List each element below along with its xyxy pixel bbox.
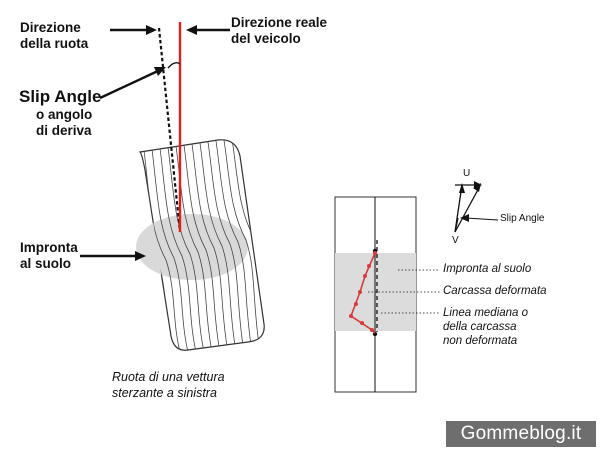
slip-angle-arc xyxy=(167,61,181,69)
vehicle-direction-label-line2: del veicolo xyxy=(231,31,301,46)
median-line-text3: non deformata xyxy=(443,335,518,347)
contact-patch-label-line1: Impronta xyxy=(20,240,78,255)
tire-section-box xyxy=(334,196,417,393)
velocity-triangle xyxy=(454,181,482,233)
annotation-median-line: Linea mediana o della carcassa non defor… xyxy=(443,306,528,348)
site-watermark: Gommeblog.it xyxy=(446,421,596,447)
left-figure-caption: Ruota di una vettura sterzante a sinistr… xyxy=(112,369,225,401)
contact-patch xyxy=(136,214,248,280)
annotation-contact-patch: Impronta al suolo xyxy=(443,263,532,275)
slip-angle-title: Slip Angle xyxy=(19,87,102,106)
wheel-direction-label: Direzione della ruota xyxy=(20,20,88,52)
slip-angle-vector-arrow xyxy=(460,214,499,222)
caption-line2: sterzante a sinistra xyxy=(112,386,217,400)
slip-angle-subtitle-line2: di deriva xyxy=(36,123,92,138)
slip-angle-subtitle-line1: o angolo xyxy=(36,107,93,122)
vehicle-direction-arrow xyxy=(186,25,230,35)
wheel-direction-label-line1: Direzione xyxy=(20,20,81,35)
wheel-direction-arrow xyxy=(110,25,157,35)
slip-angle-subtitle: o angolo di deriva xyxy=(36,107,92,139)
annotation-deformed-carcass: Carcassa deformata xyxy=(443,285,547,297)
vector-v-label: V xyxy=(452,235,459,246)
contact-patch-label-line2: al suolo xyxy=(20,256,72,271)
deformed-carcass-line xyxy=(349,251,377,334)
vector-slip-angle-label: Slip Angle xyxy=(500,213,545,224)
vehicle-direction-label: Direzione reale del veicolo xyxy=(231,15,327,47)
contact-patch-label: Impronta al suolo xyxy=(20,240,78,272)
slip-angle-arrow xyxy=(99,67,166,100)
median-line-text1: Linea mediana o xyxy=(443,307,529,319)
caption-line1: Ruota di una vettura xyxy=(112,370,225,384)
vector-u-label: U xyxy=(463,168,471,179)
median-line-text2: della carcassa xyxy=(443,321,517,333)
annotation-leaders xyxy=(368,269,440,314)
wheel-direction-line xyxy=(157,27,182,233)
vehicle-direction-label-line1: Direzione reale xyxy=(231,15,328,30)
contact-patch-arrow xyxy=(80,251,146,261)
wheel-direction-label-line2: della ruota xyxy=(20,36,89,51)
